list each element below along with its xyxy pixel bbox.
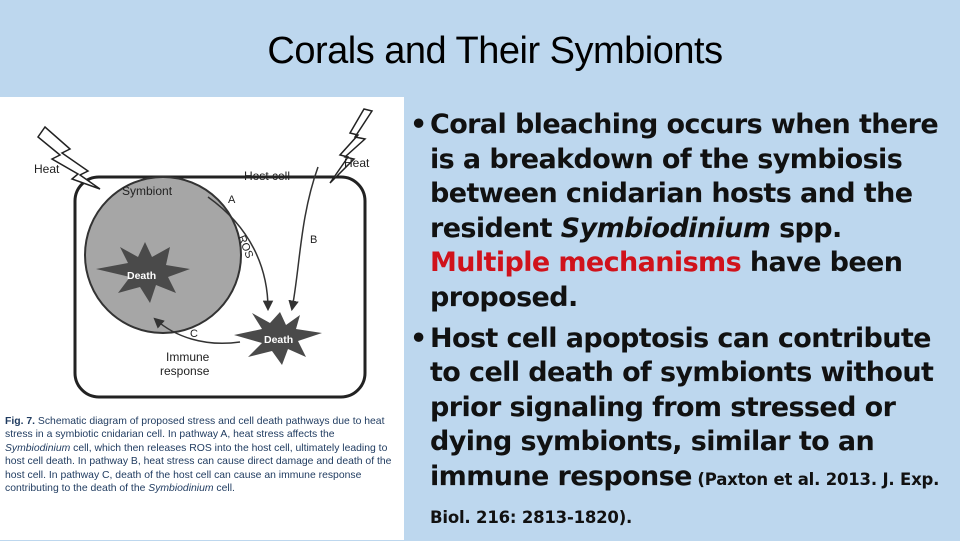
heat-lightning-right-icon xyxy=(329,108,374,184)
bullet-1-text-3: have been proposed. xyxy=(430,247,903,313)
bullet-dot: • xyxy=(410,109,427,140)
bullet-1-italic: Symbiodinium xyxy=(560,212,771,244)
figure-caption-label: Fig. 7. xyxy=(5,416,36,427)
symbiont-death-label: Death xyxy=(127,270,156,282)
heat-right-label: Heat xyxy=(344,156,370,170)
figure-caption-italic-2: Symbiodinium xyxy=(148,483,214,495)
pathway-a-label: A xyxy=(228,194,236,206)
pathway-c-label: C xyxy=(190,328,198,340)
slide-title: Corals and Their Symbionts xyxy=(267,30,723,72)
bullet-item: •Host cell apoptosis can contribute to c… xyxy=(410,322,958,536)
pathway-a-arrow xyxy=(207,196,274,312)
pathway-diagram: Heat Heat Symbiont Host cell A B C ROS D… xyxy=(34,108,374,399)
figure-caption-text-2: cell, which then releases ROS into the h… xyxy=(5,442,392,495)
immune-label-line2: response xyxy=(160,364,210,378)
bullet-1-text-1: Coral bleaching occurs when there is a b… xyxy=(430,109,939,244)
heat-lightning-left-icon xyxy=(36,125,101,190)
bullet-item: •Coral bleaching occurs when there is a … xyxy=(410,108,958,316)
pathway-b-label: B xyxy=(310,234,317,246)
pathway-b-arrow xyxy=(288,166,319,312)
bullet-1-text-2: spp. xyxy=(770,212,842,244)
host-death-label: Death xyxy=(264,334,293,346)
figure-caption-italic-1: Symbiodinium xyxy=(5,442,71,454)
heat-left-label: Heat xyxy=(34,162,60,176)
figure-panel: Heat Heat Symbiont Host cell A B C ROS D… xyxy=(0,97,404,540)
bullet-2-citation: (Paxton et al. 2013. J. Exp. Biol. 216: … xyxy=(430,469,940,527)
figure-caption-text-3: cell. xyxy=(213,483,235,495)
immune-label-line1: Immune xyxy=(166,350,210,364)
bullet-dot: • xyxy=(410,322,427,354)
bullet-list: •Coral bleaching occurs when there is a … xyxy=(410,108,958,541)
host-cell-label: Host cell xyxy=(244,169,290,183)
symbiont-death-burst xyxy=(96,242,190,303)
bullet-2-text: Host cell apoptosis can contribute to ce… xyxy=(430,322,934,492)
pathway-c-arrow xyxy=(153,317,241,345)
figure-caption-text-1: Schematic diagram of proposed stress and… xyxy=(5,416,385,441)
symbiont-label: Symbiont xyxy=(122,184,173,198)
host-death-burst xyxy=(234,312,322,365)
figure-caption: Fig. 7. Schematic diagram of proposed st… xyxy=(5,415,397,495)
bullet-1-highlight: Multiple mechanisms xyxy=(430,247,742,279)
